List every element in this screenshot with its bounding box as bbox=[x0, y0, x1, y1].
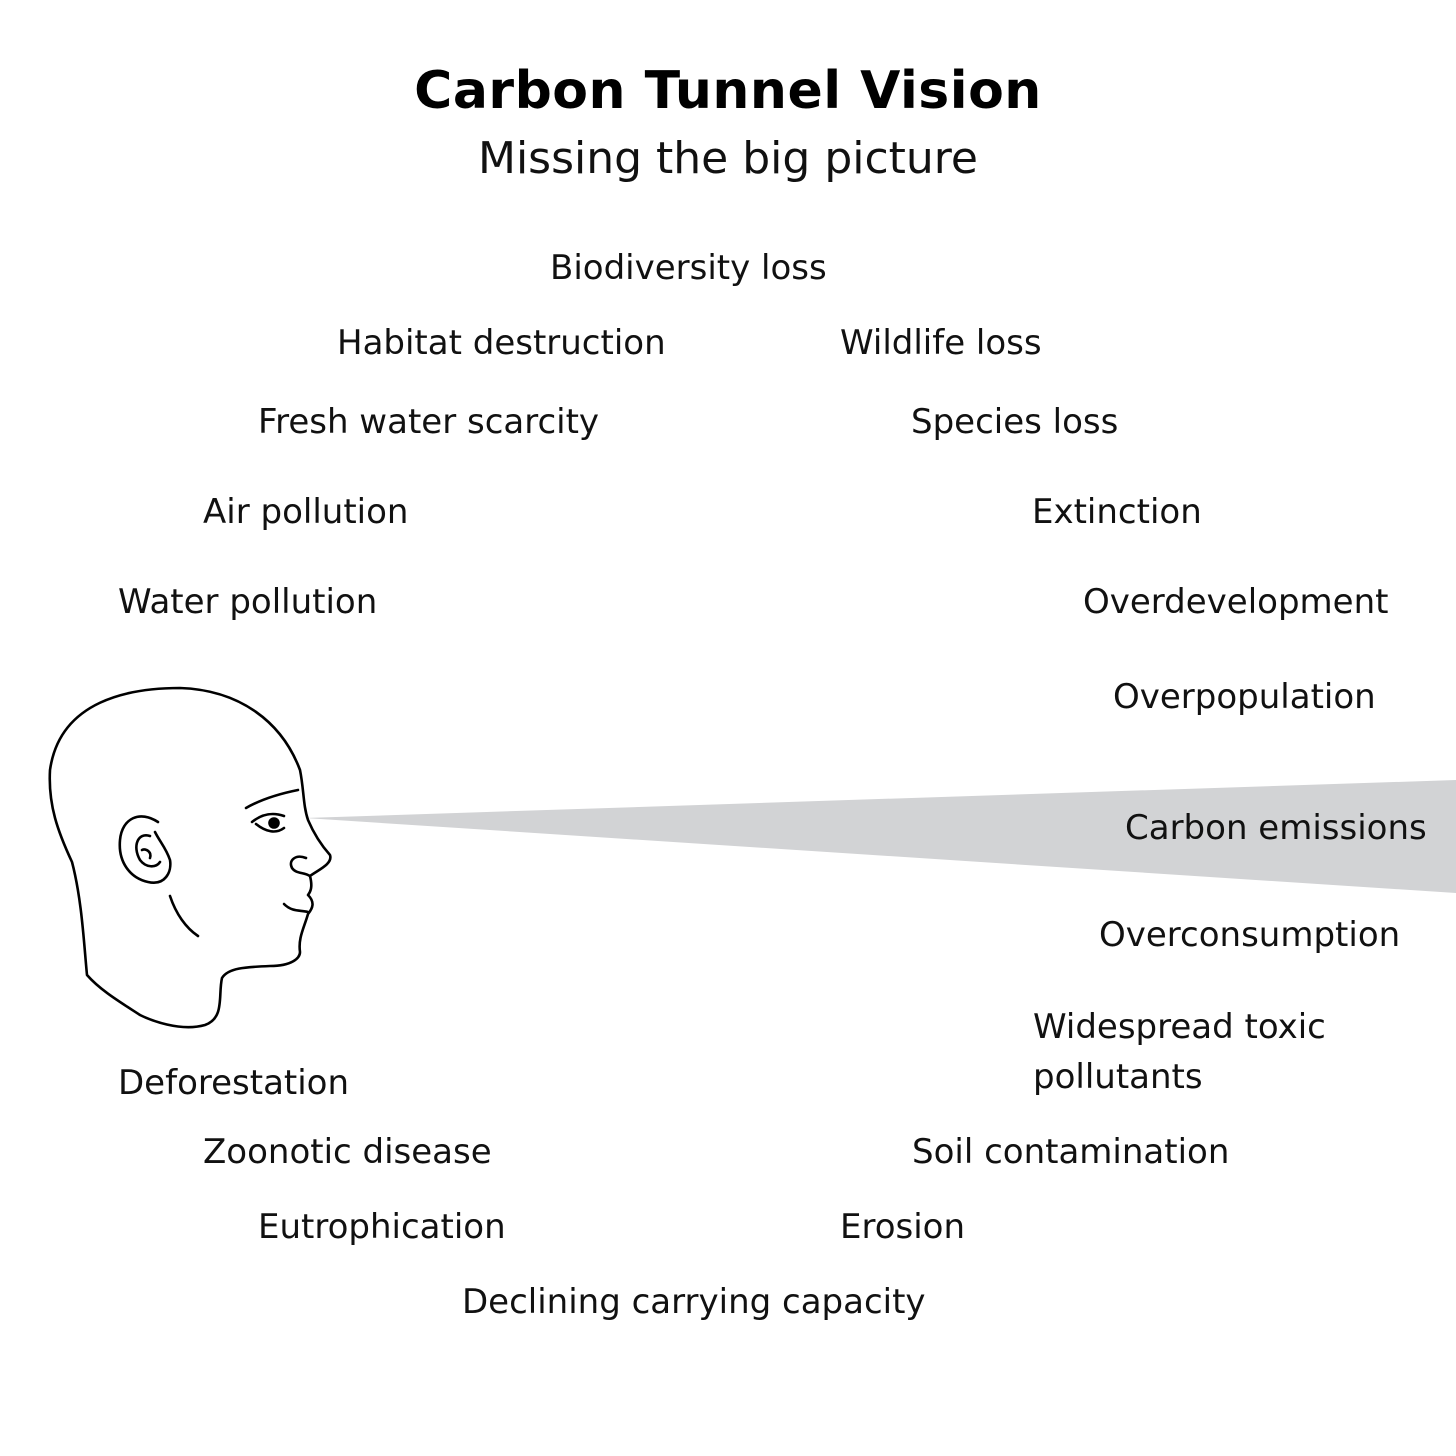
head-outline bbox=[48, 686, 332, 1029]
label-widespread-toxic-pollutants: Widespread toxic pollutants bbox=[1033, 1007, 1326, 1097]
ear-inner bbox=[135, 834, 162, 868]
page-subtitle: Missing the big picture bbox=[477, 133, 978, 184]
eyebrow bbox=[244, 788, 300, 810]
label-declining-carrying-capacity: Declining carrying capacity bbox=[462, 1282, 926, 1322]
label-erosion: Erosion bbox=[840, 1207, 966, 1247]
label-wildlife-loss: Wildlife loss bbox=[840, 323, 1042, 363]
label-species-loss: Species loss bbox=[911, 402, 1119, 442]
label-overdevelopment: Overdevelopment bbox=[1083, 582, 1389, 622]
ear-icon bbox=[118, 815, 172, 884]
label-overconsumption: Overconsumption bbox=[1099, 915, 1401, 955]
nose-nostril bbox=[289, 855, 312, 878]
eye-lower bbox=[254, 822, 286, 833]
label-habitat-destruction: Habitat destruction bbox=[337, 323, 666, 363]
label-zoonotic-disease: Zoonotic disease bbox=[203, 1132, 492, 1172]
vision-cone bbox=[305, 780, 1456, 893]
label-extinction: Extinction bbox=[1032, 492, 1202, 532]
label-biodiversity-loss: Biodiversity loss bbox=[550, 248, 827, 288]
mouth-line bbox=[282, 902, 310, 914]
head-profile-icon bbox=[48, 686, 332, 1029]
label-fresh-water-scarcity: Fresh water scarcity bbox=[258, 402, 600, 442]
eye-upper bbox=[250, 812, 286, 824]
label-deforestation: Deforestation bbox=[118, 1063, 350, 1103]
page-title: Carbon Tunnel Vision bbox=[414, 61, 1042, 121]
eye-pupil bbox=[268, 817, 280, 829]
label-carbon-emissions: Carbon emissions bbox=[1125, 808, 1427, 848]
label-overpopulation: Overpopulation bbox=[1113, 677, 1376, 717]
jaw-line bbox=[168, 894, 200, 938]
label-eutrophication: Eutrophication bbox=[258, 1207, 506, 1247]
label-soil-contamination: Soil contamination bbox=[912, 1132, 1230, 1172]
label-water-pollution: Water pollution bbox=[118, 582, 378, 622]
label-air-pollution: Air pollution bbox=[203, 492, 409, 532]
